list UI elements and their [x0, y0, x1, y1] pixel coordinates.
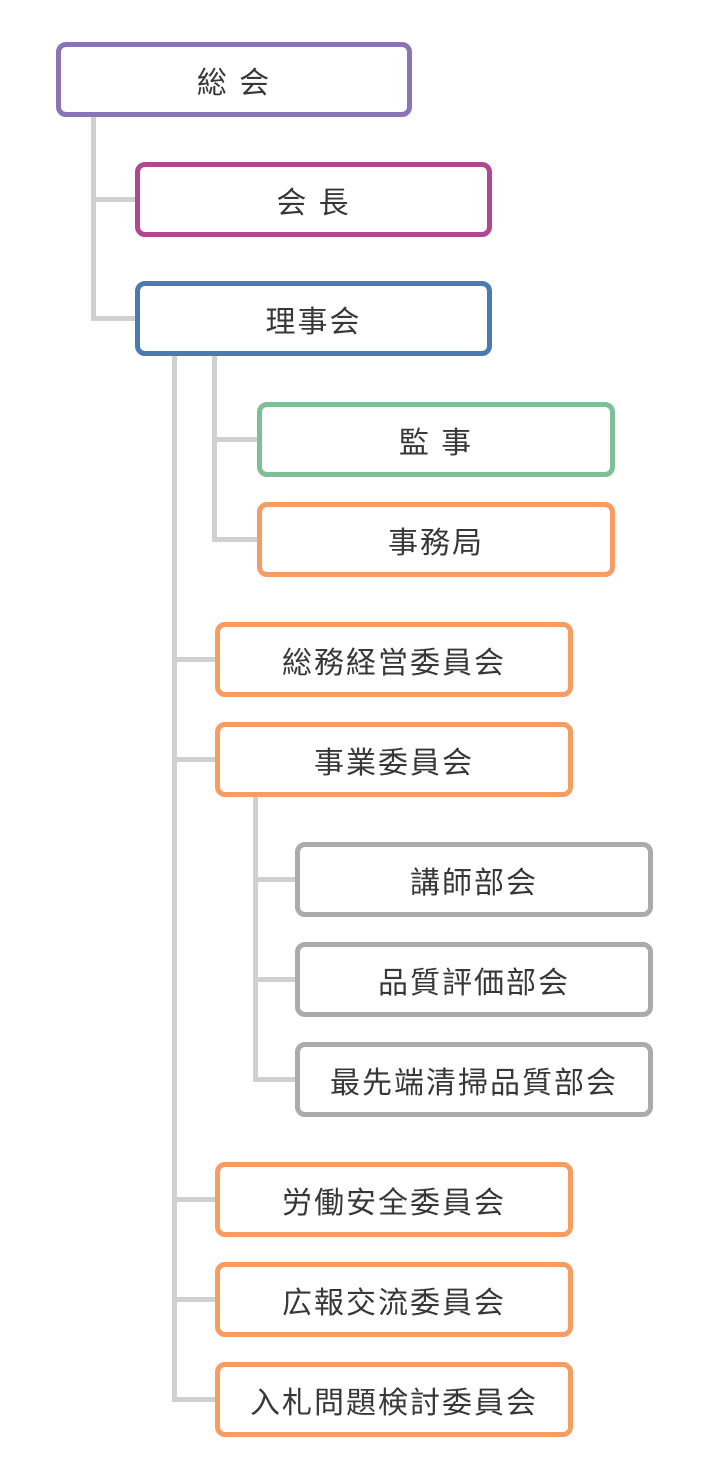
org-node-somu-keiei-iinkai: 総務経営委員会 [215, 622, 573, 697]
org-node-saisentan-seiso-hinshitsu-bukai-label: 最先端清掃品質部会 [330, 1066, 618, 1100]
connector-soukai-trunk [91, 115, 96, 321]
org-node-hinshitsu-hyoka-bukai-label: 品質評価部会 [378, 966, 570, 1000]
org-node-kaicho-label: 会 長 [276, 186, 351, 220]
connector-branch-somu-keiei [172, 657, 215, 662]
org-node-hinshitsu-hyoka-bukai: 品質評価部会 [295, 942, 653, 1017]
org-node-kanji-label: 監 事 [398, 426, 474, 460]
org-node-rijikai-label: 理事会 [265, 305, 362, 339]
connector-branch-koho-koryu [172, 1297, 215, 1302]
org-node-koho-koryu-iinkai: 広報交流委員会 [215, 1262, 573, 1337]
org-node-jigyo-iinkai-label: 事業委員会 [314, 746, 474, 780]
connector-branch-kaicho [91, 197, 135, 202]
org-node-koshi-bukai-label: 講師部会 [410, 866, 538, 900]
connector-jigyo-trunk [253, 797, 258, 1082]
connector-branch-jimukyoku [212, 537, 257, 542]
org-node-jigyo-iinkai: 事業委員会 [215, 722, 573, 797]
connector-branch-rodo-anzen [172, 1197, 215, 1202]
org-node-nyusatsu-mondai-kento-iinkai-label: 入札問題検討委員会 [250, 1386, 538, 1420]
connector-rijikai-short-trunk [212, 356, 217, 542]
connector-rijikai-long-trunk [172, 356, 177, 1402]
connector-branch-kanji [212, 437, 257, 442]
org-node-kaicho: 会 長 [135, 162, 492, 237]
connector-branch-saisentan [253, 1077, 295, 1082]
connector-branch-rijikai [91, 316, 135, 321]
org-node-rijikai: 理事会 [135, 281, 492, 356]
connector-branch-nyusatsu [172, 1397, 215, 1402]
org-node-rodo-anzen-iinkai: 労働安全委員会 [215, 1162, 573, 1237]
org-node-soukai-label: 総 会 [196, 66, 272, 100]
org-node-saisentan-seiso-hinshitsu-bukai: 最先端清掃品質部会 [295, 1042, 653, 1117]
org-node-rodo-anzen-iinkai-label: 労働安全委員会 [282, 1186, 506, 1220]
org-node-jimukyoku: 事務局 [257, 502, 615, 577]
connector-branch-hinshitsu [253, 977, 295, 982]
connector-branch-koshi [253, 877, 295, 882]
org-node-koho-koryu-iinkai-label: 広報交流委員会 [282, 1286, 506, 1320]
org-node-jimukyoku-label: 事務局 [388, 526, 484, 560]
org-node-nyusatsu-mondai-kento-iinkai: 入札問題検討委員会 [215, 1362, 573, 1437]
connector-branch-jigyo [172, 757, 215, 762]
org-node-koshi-bukai: 講師部会 [295, 842, 653, 917]
org-node-kanji: 監 事 [257, 402, 615, 477]
org-node-somu-keiei-iinkai-label: 総務経営委員会 [282, 646, 506, 680]
org-node-soukai: 総 会 [56, 42, 412, 117]
